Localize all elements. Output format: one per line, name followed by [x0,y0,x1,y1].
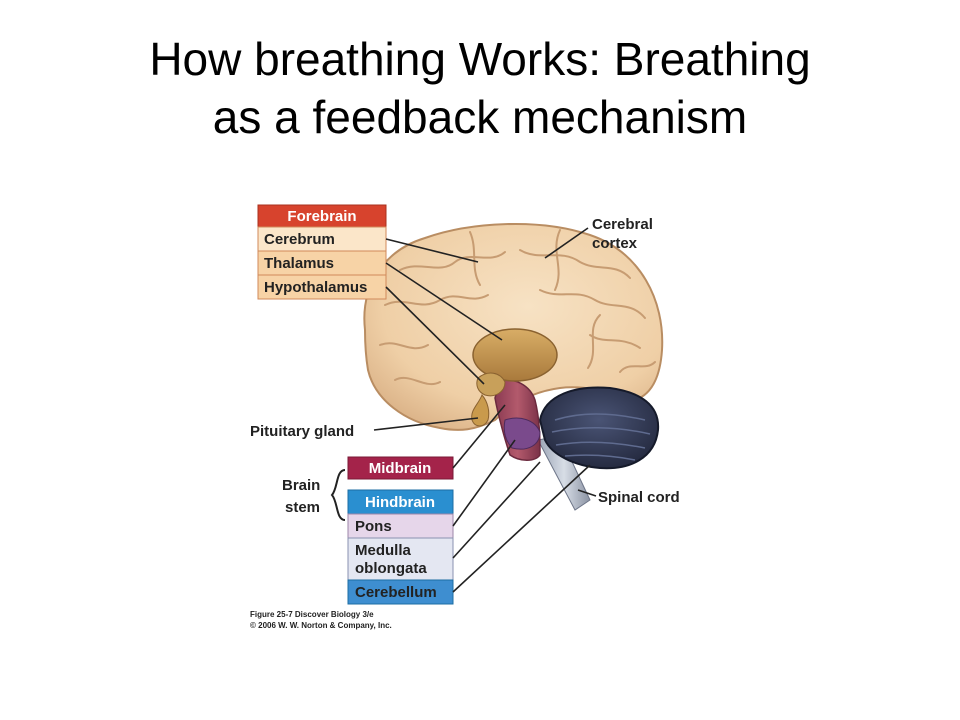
cerebral-cortex-label-line-1: Cerebral [592,216,653,233]
medulla-label-line-1: Medulla [355,542,411,559]
brain-stem-label-line-2: stem [285,499,320,516]
leader-lines [373,227,597,593]
leader-cerebellum [452,464,591,593]
thalamus-shape [472,328,558,382]
figure-credit-line-1: Figure 25-7 Discover Biology 3/e [250,610,374,619]
slide-title: How breathing Works: Breathing as a feed… [0,30,960,146]
cerebellum-folia [551,413,651,461]
hindbrain-header: Hindbrain [365,494,435,511]
figure-credit-line-2: © 2006 W. W. Norton & Company, Inc. [250,621,392,630]
slide-title-line-1: How breathing Works: Breathing [149,33,811,85]
hypothalamus-shape [476,372,506,397]
leader-pons [452,439,516,527]
leader-thalamus [385,262,503,341]
pituitary-gland-label: Pituitary gland [250,423,354,440]
hypothalamus-label: Hypothalamus [264,279,367,296]
cerebrum-label: Cerebrum [264,231,335,248]
pons-label: Pons [355,518,392,535]
leader-hypothalamus [385,286,485,385]
leader-cerebrum [385,238,479,263]
hindbrain-table: Hindbrain Pons Medulla oblongata Cerebel… [347,489,454,605]
medulla-label-line-2: oblongata [355,560,427,577]
forebrain-header: Forebrain [287,208,356,225]
leader-pituitary [373,417,479,431]
forebrain-table: Forebrain Cerebrum Thalamus Hypothalamus [257,204,387,300]
cerebral-folds [379,229,656,385]
brain-stem-brace [330,469,346,521]
leader-cerebral-cortex [544,227,589,259]
leader-medulla [452,461,541,559]
brain-illustration [363,223,664,511]
thalamus-label: Thalamus [264,255,334,272]
spinal-cord-label: Spinal cord [598,489,680,506]
midbrain-header: Midbrain [369,460,432,477]
midbrain-table: Midbrain [347,456,454,480]
cerebellum-label: Cerebellum [355,584,437,601]
cerebral-cortex-label-line-2: cortex [592,235,638,252]
slide-title-line-2: as a feedback mechanism [212,91,748,143]
brain-stem-label-line-1: Brain [282,477,320,494]
leader-midbrain [452,404,506,469]
leader-spinal-cord [577,489,597,497]
